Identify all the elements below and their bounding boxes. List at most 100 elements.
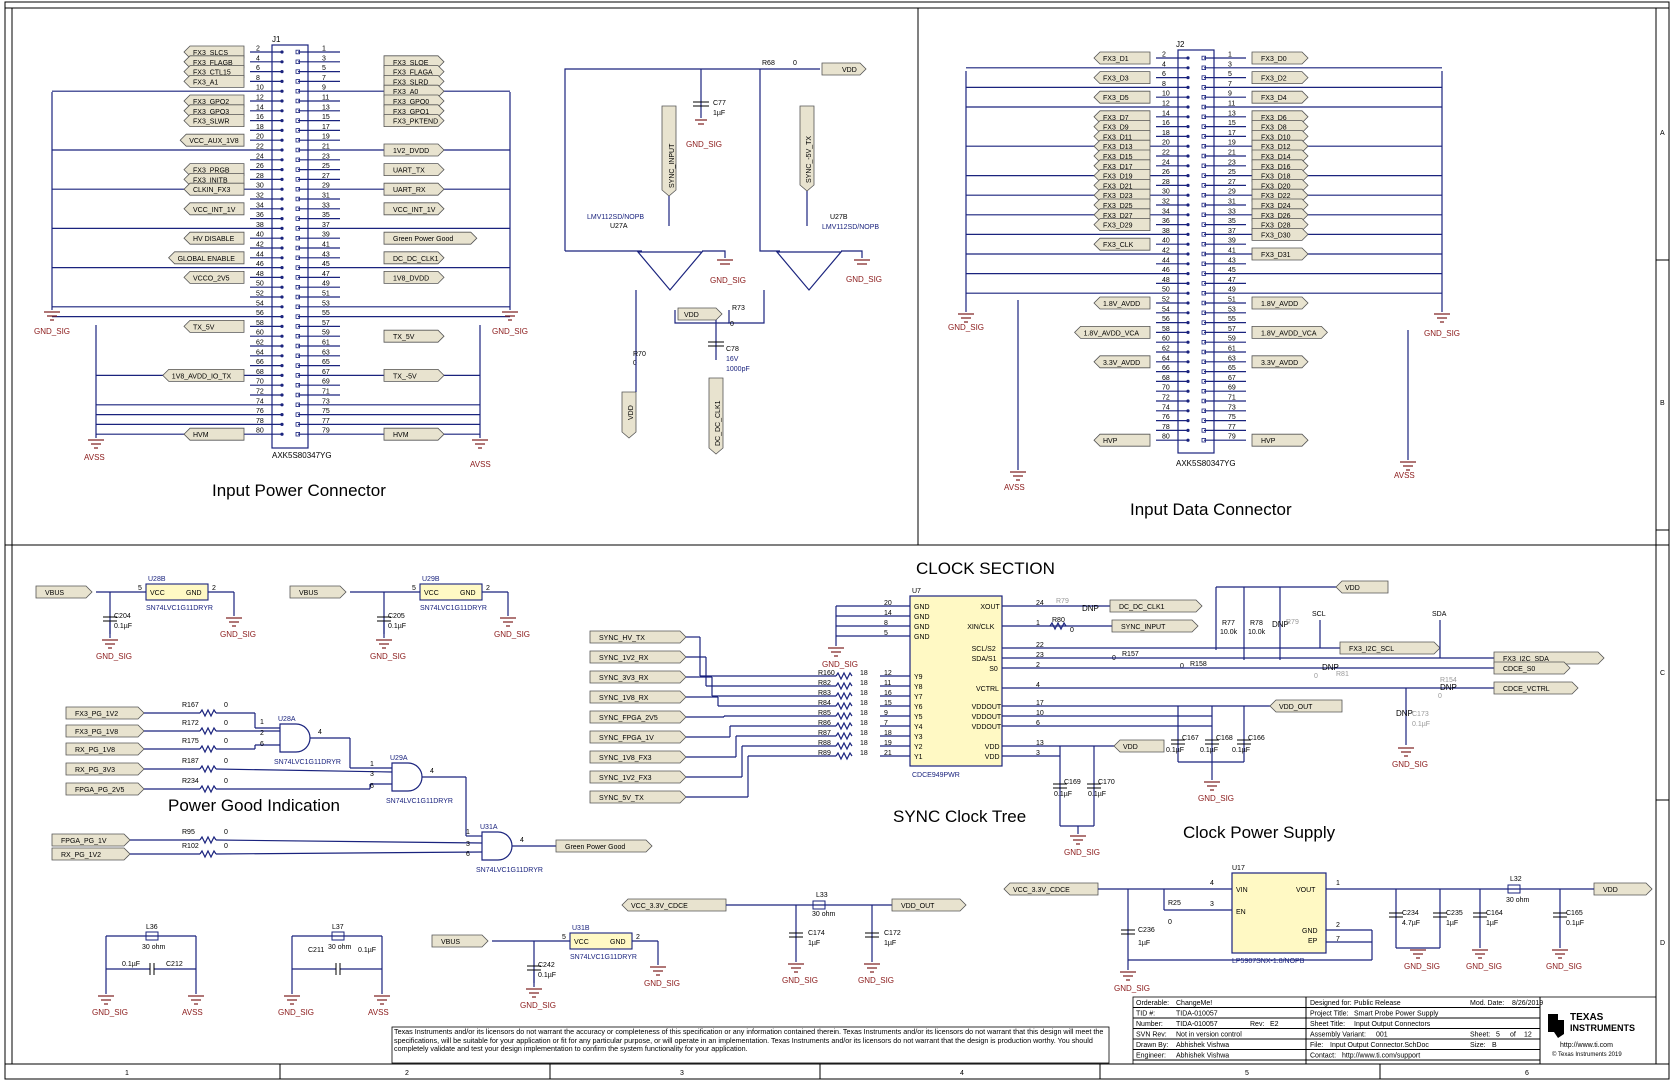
j2-pin-left-dot <box>1186 213 1190 217</box>
sync-res-val: 18 <box>860 700 868 707</box>
j1-right-25-text: UART_TX <box>393 168 425 175</box>
u28b-cap-val: 0.1µF <box>114 623 132 630</box>
u7-left-pin-name: Y4 <box>914 724 923 731</box>
j2-pin-left-num: 74 <box>1162 404 1170 411</box>
c165-gnd-text: GND_SIG <box>1546 962 1582 971</box>
l36-ferrite <box>145 931 159 941</box>
j1-left-44-label <box>168 251 245 265</box>
j2-left-net-text: FX3_D29 <box>1103 223 1133 230</box>
u28b-part: SN74LVC1G11DRYR <box>146 605 213 612</box>
xin-net-text: SYNC_INPUT <box>1121 624 1166 631</box>
j1-pin-left-dot <box>280 119 284 123</box>
j1-pin-left-num: 14 <box>256 104 264 111</box>
pg-in-RX_PG_1V2-label <box>51 847 131 861</box>
j2-pin-right-num: 15 <box>1228 120 1236 127</box>
j2-pin-right-num: 57 <box>1228 326 1236 333</box>
r81-dnp: DNP <box>1322 663 1339 672</box>
c172-gnd-text: GND_SIG <box>858 976 894 985</box>
j1-left-40-label <box>183 231 245 245</box>
j2-right-net-label <box>1251 355 1309 369</box>
c77-gnd: GND_SIG <box>686 140 722 149</box>
sync-SYNC_1V2_RX-label <box>589 650 687 664</box>
sda-net-text: FX3_I2C_SDA <box>1503 656 1549 663</box>
c164-gnd-text: GND_SIG <box>1466 962 1502 971</box>
j2-right-net-text: FX3_D12 <box>1261 144 1291 151</box>
j2-pin-left-num: 26 <box>1162 169 1170 176</box>
j1-pin-left-num: 74 <box>256 398 264 405</box>
j1-pin-left-dot <box>280 50 284 54</box>
j1-pin-left-dot <box>280 315 284 319</box>
u31b-vcc-pin: VCC <box>574 939 589 946</box>
j1-right-59-text: TX_5V <box>393 334 415 341</box>
j1-left-26-text: FX3_PRGB <box>193 168 230 175</box>
j1-pin-right-num: 11 <box>322 95 329 102</box>
u31b-cap-val: 0.1µF <box>538 972 556 979</box>
j1-pin-right-pad <box>295 431 300 437</box>
j1-pin-left-dot <box>280 236 284 240</box>
c173-gnd-text: GND_SIG <box>1392 760 1428 769</box>
l36-cap-ref: C212 <box>166 961 183 968</box>
u27a-ref: U27A <box>610 223 628 230</box>
j2-left-net-text: FX3_D7 <box>1103 115 1129 122</box>
j2-left-labels: FX3_D1FX3_D3FX3_D5FX3_D7FX3_D9FX3_D11FX3… <box>1074 51 1151 447</box>
tb-cell: Project Title: <box>1310 1011 1349 1018</box>
j2-pin-left-dot <box>1186 281 1190 285</box>
ldo-gnd-text: GND_SIG <box>1114 984 1150 993</box>
j1-pin-left-dot <box>280 226 284 230</box>
u28b-pin2: 2 <box>212 585 216 592</box>
u27a-part: LMV112SD/NOPB <box>587 214 644 221</box>
vddout-net-text: VDD_OUT <box>1279 704 1313 711</box>
j1-pin-right-num: 65 <box>322 359 330 366</box>
sync-res-val: 18 <box>860 670 868 677</box>
pg-in-RX_PG_1V8-text: RX_PG_1V8 <box>75 747 115 754</box>
j2-pin-left-num: 24 <box>1162 159 1170 166</box>
r68-ref: R68 <box>762 60 775 67</box>
j1-pin-right-num: 71 <box>322 389 330 396</box>
j2-gnd-right-label: GND_SIG <box>1424 329 1460 338</box>
tb-cell: 001 <box>1376 1032 1388 1039</box>
r25-ref: R25 <box>1168 900 1181 907</box>
j1-pin-right-pad <box>295 363 300 368</box>
r157-ref: R157 <box>1122 651 1139 658</box>
pg-pin: 1 <box>260 719 264 726</box>
tb-cell: Contact: <box>1310 1053 1336 1060</box>
l37-gnd-text: GND_SIG <box>278 1008 314 1017</box>
r80-val: 0 <box>1070 627 1074 634</box>
j2-pin-left-num: 60 <box>1162 336 1170 343</box>
j1-pin-right-num: 1 <box>322 46 326 53</box>
j2-pin-right-pad <box>1201 320 1206 325</box>
j2-pin-right-pad <box>1201 251 1206 257</box>
j2-pin-right-pad <box>1201 65 1206 70</box>
ldo-cap-gnd-text: GND_SIG <box>1404 962 1440 971</box>
j2-pin-right-num: 69 <box>1228 385 1236 392</box>
j2-right-labels: FX3_D0FX3_D2FX3_D4FX3_D6FX3_D8FX3_D10FX3… <box>1251 51 1328 447</box>
j1-left-2-text: FX3_SLCS <box>193 50 228 57</box>
sync-res <box>835 751 853 761</box>
j2-pin-left-dot <box>1186 419 1190 423</box>
j2-pin-right-pad <box>1201 114 1206 119</box>
j1-pin-right-num: 41 <box>322 242 330 249</box>
j1-pin-right-pad <box>295 382 300 388</box>
j1-pin-left-dot <box>280 373 284 377</box>
sync-SYNC_3V3_RX-label <box>589 670 687 684</box>
sync-SYNC_1V8_FX3-label <box>589 750 687 764</box>
vctrl-net-label <box>1493 681 1579 695</box>
j2-pin-left-dot <box>1186 203 1190 207</box>
j2-pin-right-num: 31 <box>1228 199 1236 206</box>
j1-pin-right-pad <box>295 108 300 113</box>
j1-pin-right-num: 3 <box>322 55 326 62</box>
u17-vout: VOUT <box>1296 887 1316 894</box>
r25-val: 0 <box>1168 919 1172 926</box>
r77-val: 10.0k <box>1220 629 1238 636</box>
j2-pin-left-num: 16 <box>1162 120 1170 127</box>
j2-pin-right-num: 67 <box>1228 375 1236 382</box>
u31a-gate <box>481 831 513 861</box>
j1-left-28-text: FX3_INITB <box>193 177 228 184</box>
j1-pin-right-pad <box>295 157 300 162</box>
j1-pin-left-num: 50 <box>256 281 264 288</box>
j1-left-16-label <box>183 114 245 127</box>
sync-res-val: 18 <box>860 690 868 697</box>
disclaimer-box <box>391 1026 1110 1064</box>
vdd-net-text: VDD <box>842 67 857 74</box>
